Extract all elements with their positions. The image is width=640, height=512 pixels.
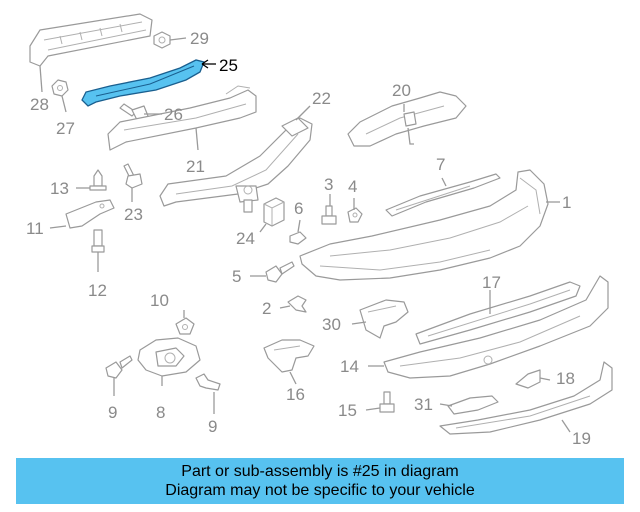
part-11-bracket (65, 199, 115, 229)
callout-30: 30 (322, 315, 341, 334)
part-7-molding (385, 173, 501, 217)
callout-14: 14 (340, 357, 359, 376)
part-18-bracket (515, 369, 541, 389)
callout-28: 28 (30, 95, 49, 114)
callout-23: 23 (124, 205, 143, 224)
callout-13: 13 (50, 179, 69, 198)
part-25-absorber-highlighted (81, 59, 205, 107)
callout-11: 11 (26, 219, 44, 238)
callout-4: 4 (348, 177, 357, 196)
part-14-lower-cover (383, 275, 609, 379)
banner-line-2: Diagram may not be specific to your vehi… (165, 482, 475, 499)
callout-19: 19 (572, 429, 591, 448)
part-15-bolt (379, 391, 395, 413)
part-10-nut (175, 317, 195, 335)
part-23-bolt (123, 163, 143, 189)
part-9-bolt-left (105, 355, 133, 379)
callout-5: 5 (232, 267, 241, 286)
part-17-molding (415, 281, 581, 345)
part-16-bracket (263, 339, 315, 373)
callout-21: 21 (186, 157, 205, 176)
callout-31: 31 (414, 395, 433, 414)
callout-7: 7 (436, 155, 445, 174)
callout-27: 27 (56, 119, 75, 138)
callout-29: 29 (190, 29, 209, 48)
part-8-sensor (137, 337, 201, 377)
banner-line-1: Part or sub-assembly is #25 in diagram (181, 463, 459, 480)
parts-diagram: 29 25 28 27 26 21 22 20 13 23 11 12 7 1 … (26, 13, 613, 448)
callout-8: 8 (156, 403, 165, 422)
part-29-nut (153, 31, 171, 49)
leader-lines (39, 37, 571, 433)
callout-1: 1 (562, 193, 571, 212)
part-24-bracket (263, 197, 285, 227)
callout-2: 2 (262, 299, 271, 318)
callout-18: 18 (556, 369, 575, 388)
callout-20: 20 (392, 81, 411, 100)
part-28-panel (29, 13, 153, 67)
part-2-clip (287, 295, 307, 313)
callout-9-left: 9 (108, 403, 117, 422)
callout-22: 22 (312, 89, 331, 108)
callout-16: 16 (286, 385, 305, 404)
callout-26: 26 (164, 105, 183, 124)
part-22-impact-bar (159, 117, 313, 213)
callout-12: 12 (88, 281, 107, 300)
callout-17: 17 (482, 273, 501, 292)
part-13-pin (89, 169, 107, 191)
info-banner: Part or sub-assembly is #25 in diagram D… (16, 458, 624, 504)
part-21-reinforcement (107, 85, 257, 151)
callout-15: 15 (338, 401, 357, 420)
part-20-bracket (347, 91, 467, 147)
callout-9-right: 9 (208, 417, 217, 436)
callout-25: 25 (219, 56, 238, 75)
part-27-clip (51, 79, 69, 97)
part-30-bracket (359, 299, 409, 339)
callout-10: 10 (150, 291, 169, 310)
part-5-bolt (265, 261, 295, 283)
callout-24: 24 (236, 229, 255, 248)
callout-3: 3 (324, 175, 333, 194)
part-4-nut (347, 207, 363, 223)
part-6-clip (289, 231, 307, 245)
part-12-bolt (91, 229, 105, 253)
part-9-bolt-right (195, 373, 221, 391)
part-3-bolt (321, 205, 337, 225)
callout-6: 6 (294, 199, 303, 218)
part-31-bracket (447, 395, 499, 415)
part-1-bumper-cover (299, 169, 549, 281)
part-19-skid (439, 361, 613, 435)
callout-numbers: 29 25 28 27 26 21 22 20 13 23 11 12 7 1 … (26, 29, 591, 448)
